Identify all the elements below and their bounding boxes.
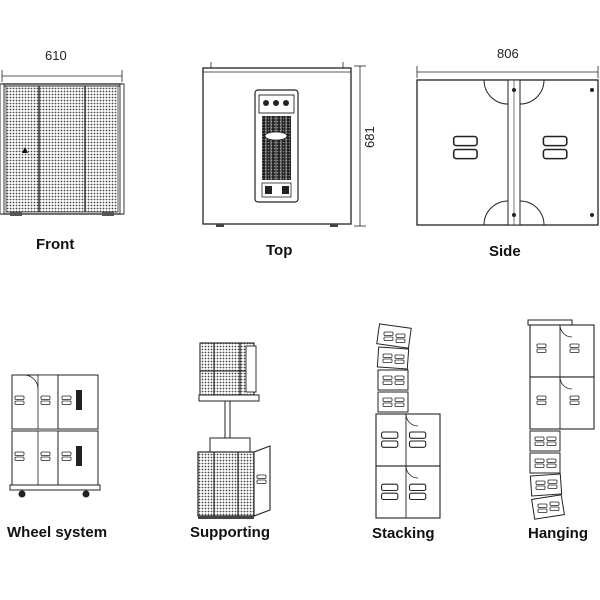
supporting-diagram xyxy=(197,342,271,519)
side-view xyxy=(416,66,599,226)
front-width-dimension: 610 xyxy=(45,48,67,63)
stacking-diagram xyxy=(375,323,441,519)
hanging-label: Hanging xyxy=(528,525,588,542)
top-view xyxy=(202,62,352,227)
wheel-system-diagram xyxy=(9,374,101,498)
height-dimension: 681 xyxy=(362,126,377,148)
side-width-dimension: 806 xyxy=(497,46,519,61)
supporting-label: Supporting xyxy=(190,524,270,541)
side-label: Side xyxy=(489,243,521,260)
top-label: Top xyxy=(266,242,293,259)
wheel-system-label: Wheel system xyxy=(7,524,108,541)
hanging-diagram xyxy=(527,319,595,520)
stacking-label: Stacking xyxy=(372,525,435,542)
front-view xyxy=(0,70,125,216)
front-label: Front xyxy=(36,236,75,253)
